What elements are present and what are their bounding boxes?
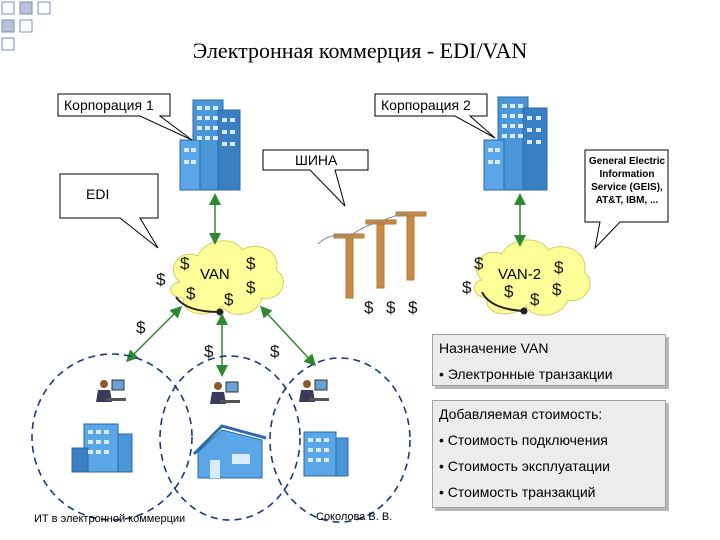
user-at-computer-icon (210, 381, 240, 404)
callout-bus: ШИНА (295, 152, 338, 168)
office-building-icon (303, 431, 349, 477)
dollar-sign: $ (246, 254, 256, 273)
dollar-sign: $ (408, 298, 418, 317)
added-value-box: Добавляемая стоимость: • Стоимость подкл… (432, 400, 666, 508)
dollar-sign: $ (474, 254, 484, 273)
office-building-icon (179, 99, 241, 191)
dollar-sign: $ (554, 258, 564, 277)
van-label: VAN (200, 266, 230, 283)
added-value-item: • Стоимость транзакций (439, 484, 596, 500)
dollar-sign: $ (530, 290, 540, 309)
van-purpose-item: • Электронные транзакции (439, 366, 613, 382)
page-title: Электронная коммерция - EDI/VAN (192, 38, 528, 63)
dollar-sign: $ (224, 290, 234, 309)
corner-squares-icon (1, 1, 51, 51)
dollar-sign: $ (204, 342, 214, 361)
dollar-sign: $ (462, 278, 472, 297)
power-pole-icon (333, 211, 427, 299)
footer-course: ИТ в электронной коммерции (34, 513, 186, 525)
van2-cloud (473, 239, 591, 316)
office-building-icon (483, 96, 548, 191)
dollar-sign: $ (180, 254, 190, 273)
dollar-sign: $ (270, 342, 280, 361)
dollar-sign: $ (386, 298, 396, 317)
dollar-sign: $ (246, 278, 256, 297)
van-purpose-title: Назначение VAN (439, 340, 549, 356)
house-icon (192, 424, 267, 479)
user-at-computer-icon (299, 379, 329, 402)
added-value-title: Добавляемая стоимость: (439, 406, 603, 422)
dollar-sign: $ (136, 318, 146, 337)
dollar-sign: $ (504, 282, 514, 301)
van2-label: VAN-2 (498, 266, 542, 283)
dollar-sign: $ (156, 270, 166, 289)
dollar-sign: $ (364, 298, 374, 317)
dollar-sign: $ (186, 284, 196, 303)
user-at-computer-icon (96, 379, 126, 402)
callout-geis: General Electric Information Service (GE… (588, 156, 666, 206)
callout-edi: EDI (86, 186, 110, 202)
callout-corp1: Корпорация 1 (64, 97, 154, 113)
office-building-icon (71, 423, 133, 473)
footer-author: Соколова В. В. (316, 511, 393, 523)
callout-corp2: Корпорация 2 (381, 97, 471, 113)
dollar-sign: $ (552, 280, 562, 299)
added-value-item: • Стоимость эксплуатации (439, 458, 610, 474)
van-purpose-box: Назначение VAN • Электронные транзакции (432, 334, 666, 386)
added-value-item: • Стоимость подключения (439, 432, 608, 448)
